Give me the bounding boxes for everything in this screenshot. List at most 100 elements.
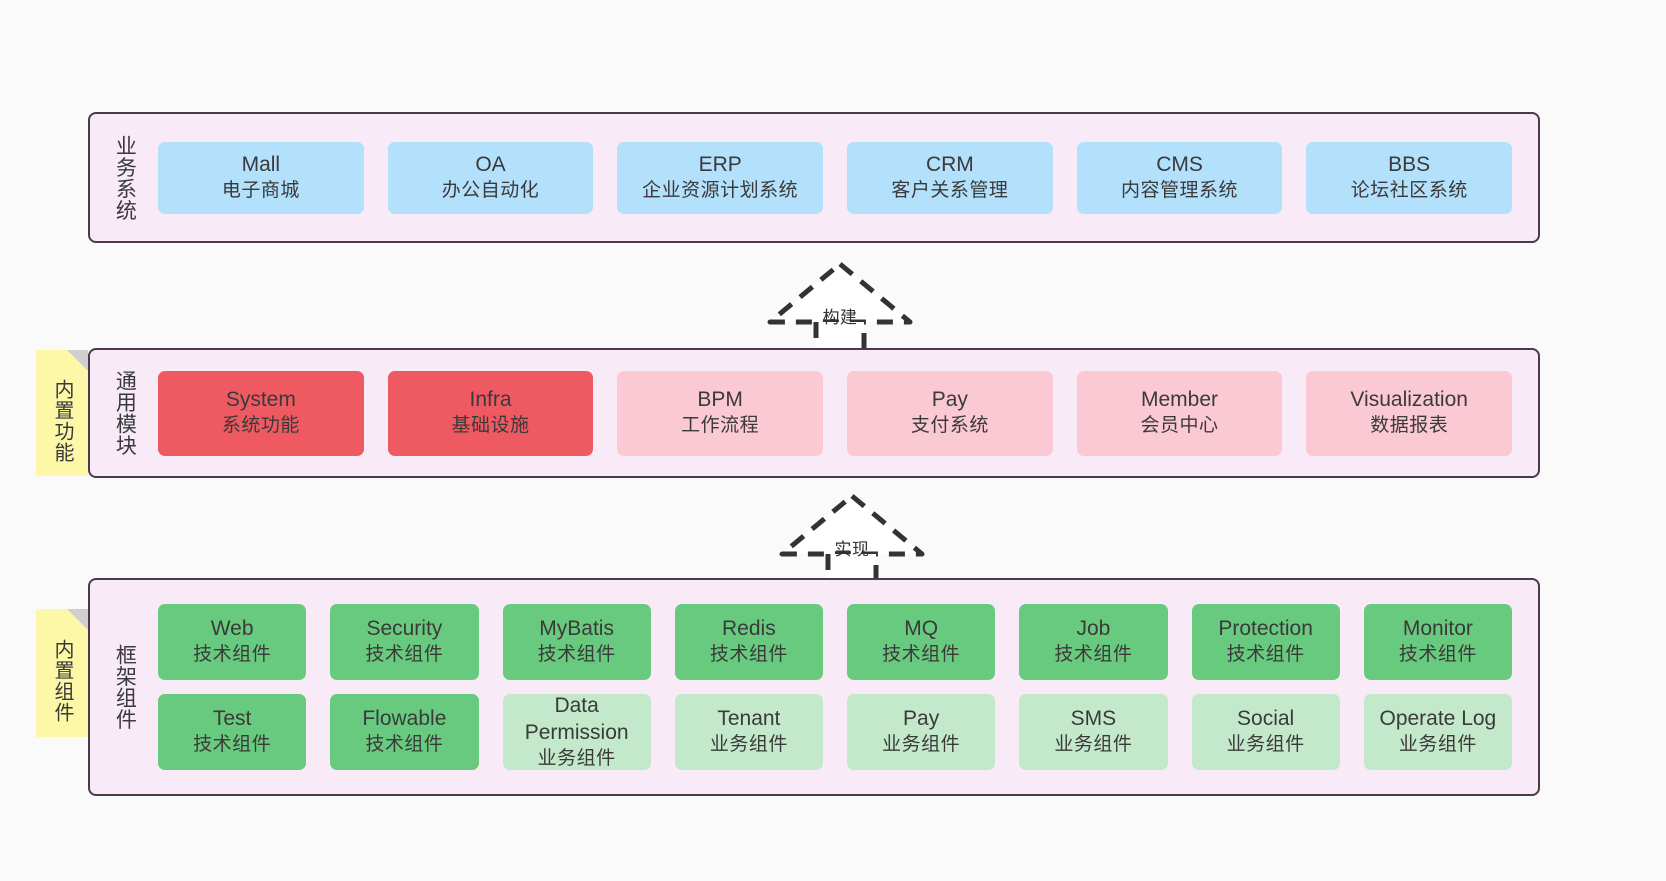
card-title-cn: 技术组件 [193, 644, 272, 666]
layer-common-module: 通用模块 System 系统功能 Infra 基础设施 BPM 工作流程 Pay… [88, 348, 1540, 478]
card-pay[interactable]: Pay 支付系统 [847, 370, 1053, 456]
card-member[interactable]: Member 会员中心 [1076, 370, 1283, 456]
card-row-biz: Test 技术组件 Flowable 技术组件 Data Permission … [158, 694, 1512, 770]
card-title-en: Web [210, 617, 254, 641]
connector-build: 构建 [760, 260, 920, 356]
card-title-cn: 技术组件 [1054, 644, 1133, 666]
card-infra[interactable]: Infra 基础设施 [387, 370, 594, 456]
card-title-en: Pay [903, 707, 940, 731]
card-crm[interactable]: CRM 客户关系管理 [847, 141, 1053, 214]
card-title-en: Protection [1218, 617, 1313, 641]
card-protection[interactable]: Protection 技术组件 [1191, 604, 1340, 680]
card-title-en: System [225, 388, 296, 412]
card-flowable[interactable]: Flowable 技术组件 [330, 694, 479, 770]
sticky-note-label: 内置组件 [51, 639, 73, 723]
layer-framework-component: 框架组件 Web 技术组件 Security 技术组件 MyBatis 技术组件… [88, 578, 1540, 796]
card-title-cn: 技术组件 [365, 644, 444, 666]
card-title-cn: 技术组件 [1226, 644, 1305, 666]
sticky-note-label: 内置功能 [51, 379, 73, 463]
card-title-cn: 技术组件 [1398, 644, 1477, 666]
card-title-cn: 业务组件 [537, 747, 616, 769]
card-title-cn: 业务组件 [882, 734, 961, 756]
card-title-cn: 技术组件 [537, 644, 616, 666]
card-sms[interactable]: SMS 业务组件 [1019, 694, 1168, 770]
layer-business-system: 业务系统 Mall 电子商城 OA 办公自动化 ERP 企业资源计划系统 CRM… [88, 112, 1540, 243]
card-title-en: Job [1076, 617, 1111, 641]
card-title-en: Operate Log [1379, 707, 1497, 731]
card-pay-component[interactable]: Pay 业务组件 [847, 694, 996, 770]
card-title-cn: 论坛社区系统 [1350, 179, 1468, 201]
card-title-en: MQ [904, 617, 939, 641]
card-redis[interactable]: Redis 技术组件 [674, 604, 823, 680]
card-test[interactable]: Test 技术组件 [158, 694, 307, 770]
sticky-note-builtin-component: 内置组件 [36, 609, 88, 737]
card-title-cn: 业务组件 [709, 734, 788, 756]
card-bbs[interactable]: BBS 论坛社区系统 [1306, 141, 1513, 214]
card-title-en: BPM [697, 388, 743, 412]
card-title-cn: 客户关系管理 [891, 179, 1009, 201]
card-title-en: SMS [1070, 707, 1117, 731]
card-title-cn: 业务组件 [1054, 734, 1133, 756]
card-operate-log[interactable]: Operate Log 业务组件 [1363, 694, 1512, 770]
card-monitor[interactable]: Monitor 技术组件 [1363, 604, 1512, 680]
card-mq[interactable]: MQ 技术组件 [847, 604, 996, 680]
card-title-en: BBS [1388, 152, 1431, 176]
card-title-en: Monitor [1402, 617, 1473, 641]
card-title-cn: 电子商城 [221, 179, 300, 201]
card-title-cn: 办公自动化 [441, 179, 540, 201]
card-social[interactable]: Social 业务组件 [1191, 694, 1340, 770]
card-tenant[interactable]: Tenant 业务组件 [674, 694, 823, 770]
card-title-cn: 内容管理系统 [1121, 179, 1239, 201]
sticky-note-builtin-feature: 内置功能 [36, 350, 88, 476]
layer-body-common-module: System 系统功能 Infra 基础设施 BPM 工作流程 Pay 支付系统… [148, 350, 1538, 476]
card-title-cn: 技术组件 [882, 644, 961, 666]
card-cms[interactable]: CMS 内容管理系统 [1076, 141, 1283, 214]
card-title-cn: 会员中心 [1140, 415, 1219, 437]
layer-title-business-system: 业务系统 [113, 134, 137, 221]
card-title-cn: 支付系统 [910, 415, 989, 437]
connector-realize: 实现 [772, 492, 932, 588]
layer-body-business-system: Mall 电子商城 OA 办公自动化 ERP 企业资源计划系统 CRM 客户关系… [148, 114, 1538, 241]
card-title-en: Test [212, 707, 252, 731]
card-title-cn: 工作流程 [681, 415, 760, 437]
card-title-en: OA [475, 152, 506, 176]
card-title-cn: 基础设施 [451, 415, 530, 437]
card-security[interactable]: Security 技术组件 [330, 604, 479, 680]
card-mall[interactable]: Mall 电子商城 [158, 141, 364, 214]
card-title-cn: 系统功能 [221, 415, 300, 437]
card-web[interactable]: Web 技术组件 [158, 604, 307, 680]
card-title-en: CMS [1156, 152, 1203, 176]
card-title-en: Data Permission [524, 693, 629, 744]
card-row: Mall 电子商城 OA 办公自动化 ERP 企业资源计划系统 CRM 客户关系… [158, 141, 1513, 214]
card-title-cn: 业务组件 [1226, 734, 1305, 756]
card-title-cn: 业务组件 [1398, 734, 1477, 756]
card-system[interactable]: System 系统功能 [158, 370, 364, 456]
card-row-tech: Web 技术组件 Security 技术组件 MyBatis 技术组件 Redi… [158, 604, 1512, 680]
card-title-cn: 技术组件 [709, 644, 788, 666]
card-title-en: Infra [469, 388, 512, 412]
card-title-en: CRM [925, 152, 974, 176]
card-title-en: Redis [722, 617, 776, 641]
generalization-triangle-icon [767, 261, 913, 325]
card-title-en: Mall [241, 152, 281, 176]
layer-title-common-module: 通用模块 [113, 370, 137, 456]
card-mybatis[interactable]: MyBatis 技术组件 [502, 604, 651, 680]
card-erp[interactable]: ERP 企业资源计划系统 [617, 141, 824, 214]
card-title-cn: 技术组件 [365, 734, 444, 756]
card-visualization[interactable]: Visualization 数据报表 [1306, 370, 1513, 456]
card-oa[interactable]: OA 办公自动化 [387, 141, 594, 214]
card-title-cn: 技术组件 [193, 734, 272, 756]
card-data-permission[interactable]: Data Permission 业务组件 [502, 693, 651, 770]
card-title-en: ERP [698, 152, 742, 176]
card-title-en: Member [1141, 388, 1219, 412]
layer-body-framework-component: Web 技术组件 Security 技术组件 MyBatis 技术组件 Redi… [148, 580, 1538, 794]
card-bpm[interactable]: BPM 工作流程 [617, 370, 824, 456]
card-title-en: Social [1237, 707, 1295, 731]
layer-title-framework-component: 框架组件 [113, 644, 137, 730]
card-title-en: Visualization [1350, 388, 1468, 412]
card-job[interactable]: Job 技术组件 [1019, 604, 1168, 680]
card-title-en: Tenant [717, 707, 781, 731]
card-title-cn: 数据报表 [1370, 415, 1449, 437]
card-title-cn: 企业资源计划系统 [642, 179, 799, 201]
